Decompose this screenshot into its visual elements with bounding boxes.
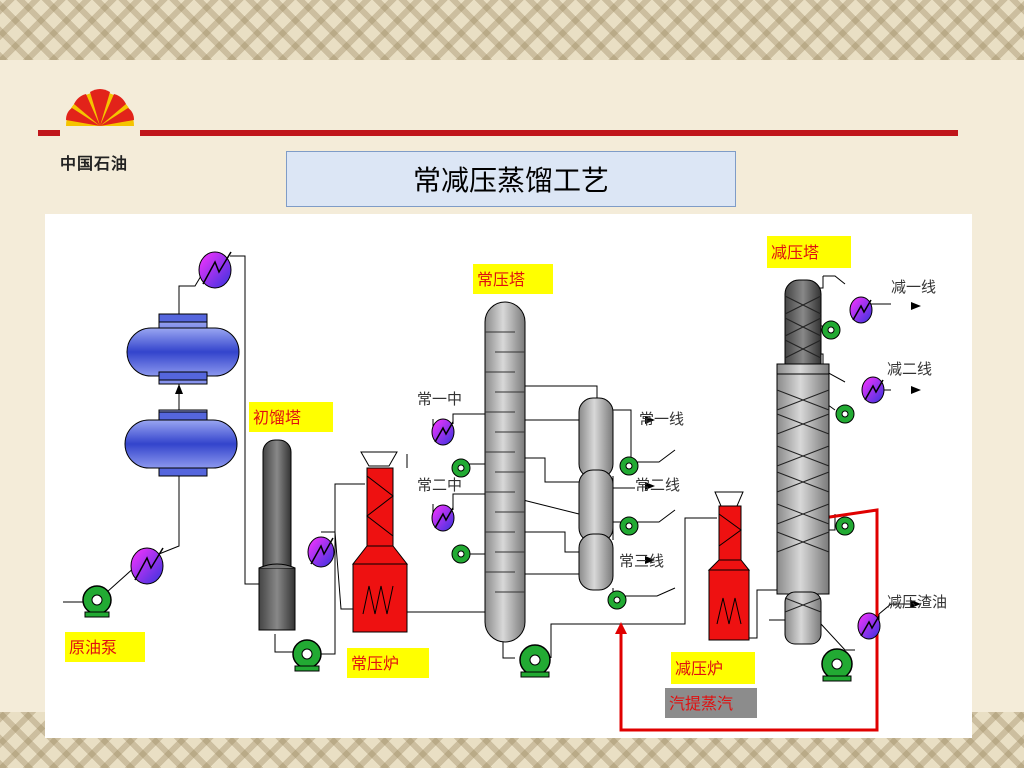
exchanger-icon [849, 296, 873, 324]
pump-icon [451, 544, 471, 564]
pump-icon [821, 648, 853, 682]
label-prefrac: 初馏塔 [249, 402, 333, 432]
heat-exchanger-drum-lower [124, 409, 238, 477]
logo-text: 中国石油 [60, 154, 129, 173]
stream-atm-line3: 常三线 [619, 552, 664, 570]
atm-furnace [351, 451, 409, 633]
header-divider [38, 130, 958, 136]
process-diagram: 初馏塔 常压塔 减压塔 原油泵 常压炉 减压炉 汽提蒸汽 常一中 常二中 常一 [45, 214, 972, 738]
vac-tower [776, 279, 830, 645]
pump-icon [519, 644, 551, 678]
svg-text:原油泵: 原油泵 [69, 638, 117, 657]
svg-text:减压塔: 减压塔 [771, 243, 819, 262]
label-vac-tower: 减压塔 [767, 236, 851, 268]
pump-icon [619, 456, 639, 476]
stream-vac-line2: 减二线 [887, 360, 932, 378]
stream-vac-line1: 减一线 [891, 278, 936, 296]
stream-vac-residue: 减压渣油 [887, 593, 947, 611]
pump-icon [619, 516, 639, 536]
pump-icon [821, 320, 841, 340]
vac-furnace [707, 491, 751, 641]
page-title: 常减压蒸馏工艺 [286, 151, 736, 207]
svg-text:常压塔: 常压塔 [477, 270, 525, 289]
atm-tower [484, 301, 526, 643]
exchanger-icon [130, 547, 164, 585]
decorative-border-top [0, 0, 1024, 60]
pump-icon [292, 639, 322, 672]
piping [63, 255, 913, 732]
label-vac-furnace: 减压炉 [671, 652, 755, 684]
stream-atm-line2: 常二线 [635, 476, 680, 494]
svg-text:汽提蒸汽: 汽提蒸汽 [669, 694, 733, 713]
label-stripping-steam: 汽提蒸汽 [665, 688, 757, 718]
exchanger-icon [857, 612, 881, 640]
stream-atm-pa1: 常一中 [417, 390, 462, 408]
prefractionator-tower [258, 439, 296, 631]
label-atm-tower: 常压塔 [473, 264, 553, 294]
exchanger-icon [431, 418, 455, 446]
side-stripper-1 [578, 397, 614, 479]
svg-text:减压炉: 减压炉 [675, 659, 723, 678]
side-stripper-2 [578, 469, 614, 543]
heat-exchanger-drum-upper [126, 313, 240, 385]
pump-icon [451, 458, 471, 478]
pump-icon [82, 585, 112, 618]
process-diagram-svg: 初馏塔 常压塔 减压塔 原油泵 常压炉 减压炉 汽提蒸汽 常一中 常二中 常一 [63, 236, 947, 732]
stream-atm-line1: 常一线 [639, 410, 684, 428]
svg-text:初馏塔: 初馏塔 [253, 408, 301, 427]
exchanger-icon [198, 251, 232, 289]
pump-icon [607, 590, 627, 610]
exchanger-icon [431, 504, 455, 532]
exchanger-icon [861, 376, 885, 404]
exchanger-icon [307, 536, 335, 568]
pump-icon [835, 404, 855, 424]
pump-icon [835, 516, 855, 536]
petrochina-logo-icon [60, 80, 140, 172]
label-crude-pump: 原油泵 [65, 632, 145, 662]
stream-atm-pa2: 常二中 [417, 476, 462, 494]
svg-text:常压炉: 常压炉 [351, 654, 399, 673]
side-stripper-3 [578, 533, 614, 591]
label-atm-furnace: 常压炉 [347, 648, 429, 678]
